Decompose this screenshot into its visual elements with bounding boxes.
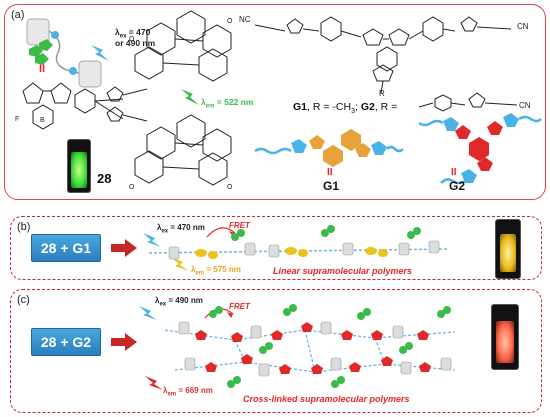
vial-green bbox=[67, 139, 91, 193]
roman-two-g1: II bbox=[327, 167, 333, 178]
combo-28-g1-badge: 28 + G1 bbox=[31, 234, 101, 262]
pillararene-bottom-structure: O O bbox=[129, 114, 233, 191]
lightning-green-icon bbox=[181, 89, 199, 105]
panel-c-label: (c) bbox=[17, 294, 30, 306]
cn-label-right: CN bbox=[517, 22, 529, 31]
pillar-cup-bottom-icon bbox=[78, 60, 102, 88]
panel-c-fret: FRET bbox=[229, 302, 250, 311]
panel-b-excitation: λex = 470 nm bbox=[157, 223, 205, 235]
svg-text:O: O bbox=[129, 184, 135, 191]
panel-b-caption: Linear supramolecular polymers bbox=[273, 266, 413, 276]
lightning-blue-icon bbox=[91, 45, 109, 61]
guest-molecule-structure bbox=[254, 16, 512, 94]
lightning-blue-icon-c bbox=[139, 306, 157, 320]
g1-g2-definition: G1, R = -CH3; G2, R = bbox=[293, 101, 398, 116]
svg-text:O: O bbox=[227, 184, 233, 191]
g2-cartoon bbox=[418, 113, 542, 185]
triazole-linkers bbox=[106, 86, 148, 122]
host-guest-cartoon bbox=[26, 18, 102, 88]
panel-b-label: (b) bbox=[17, 221, 31, 233]
g2-cn-label: CN bbox=[519, 101, 531, 110]
panel-b-fret: FRET bbox=[229, 221, 250, 230]
g2-cartoon-label: G2 bbox=[449, 179, 466, 193]
panel-c-emission: λem = 669 nm bbox=[163, 386, 213, 398]
g1-cartoon-label: G1 bbox=[323, 179, 340, 193]
pillar-cup-top-icon bbox=[26, 18, 50, 46]
lightning-red-icon-c bbox=[145, 376, 163, 390]
panel-c-caption: Cross-linked supramolecular polymers bbox=[243, 394, 410, 404]
panel-c: (c) 28 + G2 λex = 490 nm FRET λem = 669 … bbox=[10, 289, 542, 413]
emission-label: λem = 522 nm bbox=[201, 97, 254, 110]
roman-two-g2: II bbox=[451, 167, 457, 178]
crosslinked-polymer-network bbox=[164, 304, 456, 388]
pillararene-top-structure: O O bbox=[129, 10, 233, 82]
arrow-right-icon-c bbox=[111, 333, 137, 351]
excitation-label-line2: or 490 nm bbox=[115, 38, 156, 48]
combo-28-g2-badge: 28 + G2 bbox=[31, 328, 101, 356]
g2-r-substituent-structure bbox=[418, 92, 518, 112]
bodipy-28-structure: B F bbox=[15, 82, 124, 130]
svg-text:F: F bbox=[15, 116, 19, 123]
excitation-label-line1: λex = 470 bbox=[115, 27, 151, 40]
cn-label-left: NC bbox=[239, 15, 251, 24]
roman-two-left: II bbox=[39, 63, 46, 75]
arrow-right-icon-b bbox=[111, 239, 137, 257]
panel-c-excitation: λex = 490 nm bbox=[155, 296, 203, 308]
bodipy-cluster-icon bbox=[29, 39, 53, 65]
svg-text:O: O bbox=[129, 36, 135, 43]
r-label: R bbox=[379, 89, 385, 98]
panel-b-emission: λem = 575 nm bbox=[191, 265, 241, 277]
svg-text:O: O bbox=[227, 18, 233, 25]
panel-a: (a) II λex = 470 or 490 nm λem = 522 nm bbox=[4, 4, 546, 200]
panel-a-label: (a) bbox=[11, 9, 25, 21]
lightning-yellow-icon-b bbox=[171, 257, 189, 271]
vial-red bbox=[491, 304, 519, 370]
g1-cartoon bbox=[254, 129, 404, 167]
compound-number-label: 28 bbox=[97, 171, 112, 186]
lightning-blue-icon-b bbox=[143, 233, 161, 247]
linear-polymer-chain bbox=[148, 225, 450, 260]
panel-b: (b) 28 + G1 λex = 470 nm FRET λem = 575 … bbox=[10, 216, 542, 280]
vial-yellow bbox=[495, 219, 521, 279]
svg-text:B: B bbox=[40, 117, 45, 124]
